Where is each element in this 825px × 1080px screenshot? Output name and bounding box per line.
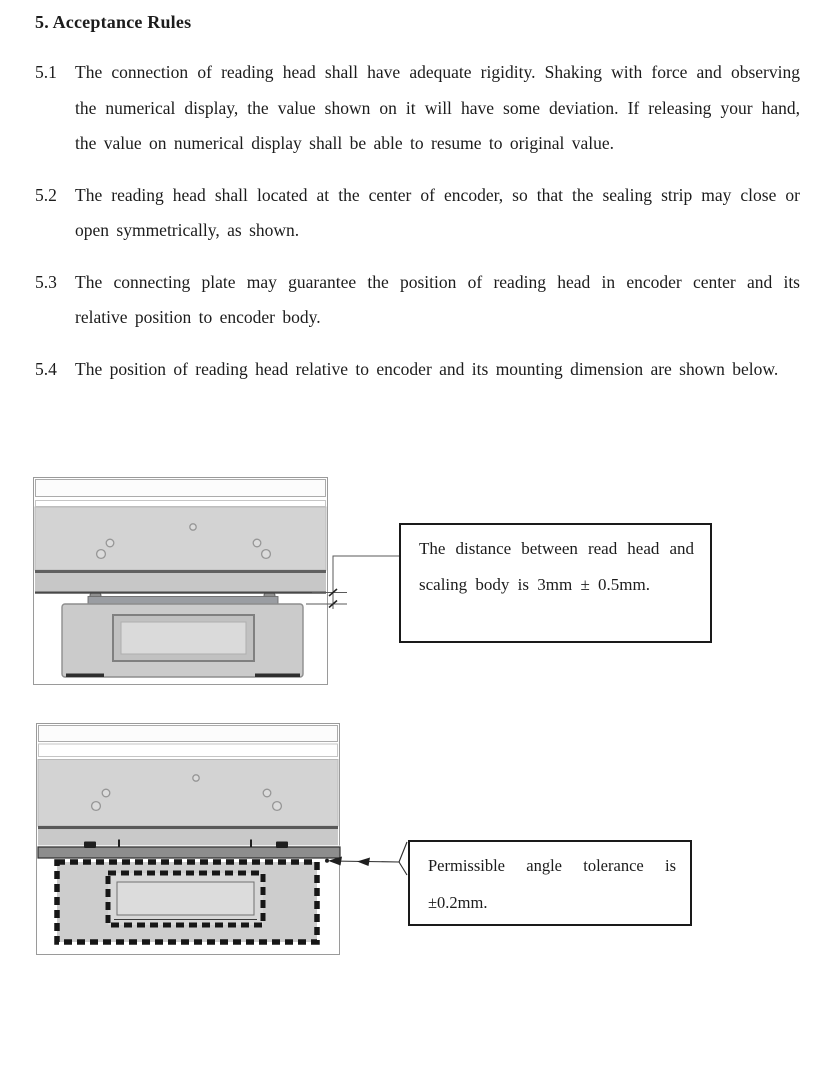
- scale-body: [37, 759, 339, 827]
- encoder-angle-diagram: [36, 723, 408, 955]
- paragraph-number: 5.4: [35, 358, 57, 379]
- paragraph-number: 5.2: [35, 184, 57, 205]
- mounting-holes: [95, 523, 272, 560]
- reading-head-window: [120, 621, 247, 655]
- paragraph-5-3: 5.3 The connecting plate may guarantee t…: [35, 265, 800, 336]
- paragraph-5-1: 5.1 The connection of reading head shall…: [35, 55, 800, 162]
- encoder-gap-diagram: [33, 477, 399, 685]
- rail-highlight: [38, 845, 340, 847]
- mounting-holes: [90, 774, 283, 812]
- rail-band: [38, 829, 338, 846]
- sealing-strip: [37, 846, 341, 859]
- reading-head-window: [116, 881, 255, 916]
- callout-text: The distance between read head and scali…: [419, 539, 694, 594]
- sealing-clips: [84, 841, 288, 848]
- sealing-ticks: [118, 839, 252, 847]
- rail-band: [35, 573, 326, 592]
- scale-bottom-edge: [35, 591, 326, 594]
- head-foot-right: [255, 673, 300, 677]
- scale-top-strip: [35, 479, 326, 497]
- dimension-ticks: [328, 588, 338, 609]
- sealing-strip: [87, 596, 279, 605]
- scale-thin-strip: [38, 743, 338, 757]
- figure-angle-tolerance: Permissible angle tolerance is ±0.2mm.: [0, 716, 825, 976]
- callout-text: Permissible angle tolerance is ±0.2mm.: [428, 856, 676, 912]
- head-foot-left: [66, 673, 104, 677]
- paragraph-text: The position of reading head relative to…: [75, 358, 779, 379]
- section-heading: 5. Acceptance Rules: [35, 12, 192, 32]
- dimension-leader: [306, 555, 399, 609]
- paragraph-5-4: 5.4 The position of reading head relativ…: [35, 352, 800, 388]
- rail-dark-line: [38, 826, 338, 830]
- paragraph-text: The connecting plate may guarantee the p…: [75, 271, 800, 328]
- callout-box-distance: The distance between read head and scali…: [399, 523, 712, 643]
- paragraph-text: The connection of reading head shall hav…: [75, 62, 800, 153]
- paragraph-text: The reading head shall located at the ce…: [75, 184, 800, 241]
- paragraph-number: 5.1: [35, 62, 57, 82]
- figure-read-head-distance: The distance between read head and scali…: [0, 465, 825, 715]
- paragraph-number: 5.3: [35, 271, 57, 292]
- scale-top-strip: [38, 725, 338, 742]
- scale-thin-strip: [35, 500, 326, 507]
- scale-body: [34, 506, 327, 571]
- paragraph-5-2: 5.2 The reading head shall located at th…: [35, 178, 800, 249]
- leader-arrowheads: [325, 856, 370, 866]
- rail-dark-line: [35, 570, 326, 573]
- callout-box-angle: Permissible angle tolerance is ±0.2mm.: [408, 840, 692, 926]
